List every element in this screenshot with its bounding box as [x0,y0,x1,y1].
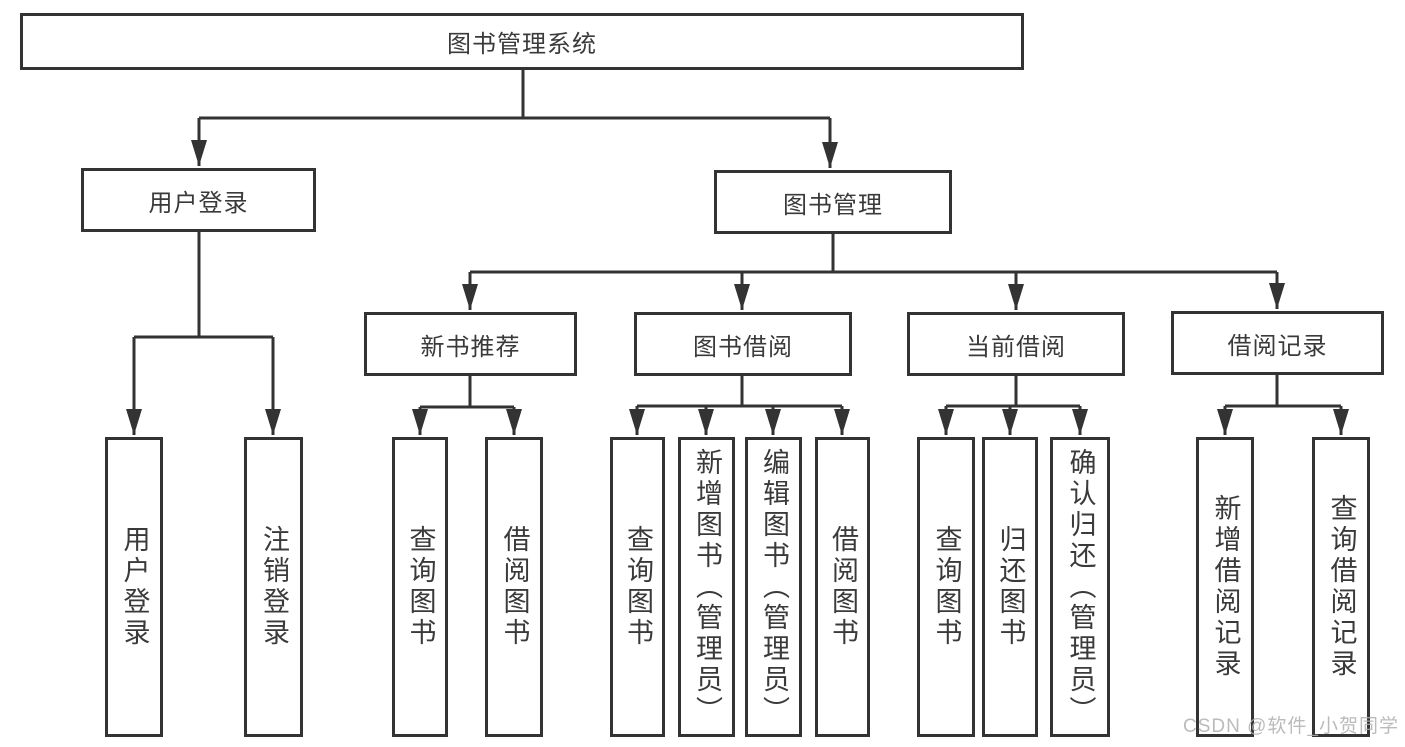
leaf-user-login: 用户登录 [105,437,163,737]
node-new-book-recommend-label: 新书推荐 [420,333,521,361]
node-borrowing-records-label: 借阅记录 [1227,332,1328,360]
leaf-query-books-borrow-label: 查询图书 [623,525,653,649]
leaf-return-books-label: 归还图书 [995,525,1026,649]
node-book-borrowing: 图书借阅 [634,312,852,376]
leaf-borrow-books-rec: 借阅图书 [485,437,543,737]
leaf-query-books-current: 查询图书 [917,437,975,737]
node-current-borrowing-label: 当前借阅 [966,333,1066,361]
leaf-query-books-rec-label: 查询图书 [405,525,436,649]
leaf-query-books-borrow: 查询图书 [610,437,665,737]
leaf-borrow-books-rec-label: 借阅图书 [499,525,530,649]
leaf-logout: 注销登录 [244,437,303,737]
leaf-query-borrow-record: 查询借阅记录 [1312,437,1370,737]
node-borrowing-records: 借阅记录 [1171,311,1384,375]
leaf-add-books-admin-label: 新增图书（管理员） [692,447,722,727]
leaf-edit-books-admin-label: 编辑图书（管理员） [759,447,789,727]
node-root: 图书管理系统 [20,13,1024,70]
leaf-query-books-rec: 查询图书 [392,437,448,737]
leaf-return-books: 归还图书 [982,437,1038,737]
leaf-borrow-books-label: 借阅图书 [828,525,858,649]
leaf-query-borrow-record-label: 查询借阅记录 [1326,494,1357,680]
leaf-add-borrow-record-label: 新增借阅记录 [1210,494,1241,680]
node-current-borrowing: 当前借阅 [907,312,1125,376]
leaf-add-borrow-record: 新增借阅记录 [1196,437,1254,737]
leaf-user-login-label: 用户登录 [119,525,150,649]
node-book-management: 图书管理 [714,170,952,234]
node-book-management-label: 图书管理 [783,191,883,219]
node-user-login-label: 用户登录 [148,189,249,217]
node-book-borrowing-label: 图书借阅 [693,333,793,361]
leaf-query-books-current-label: 查询图书 [931,525,962,649]
leaf-confirm-return-admin-label: 确认归还（管理员） [1065,447,1096,727]
node-root-label: 图书管理系统 [447,31,597,58]
leaf-confirm-return-admin: 确认归还（管理员） [1050,437,1110,737]
node-new-book-recommend: 新书推荐 [364,312,577,376]
leaf-logout-label: 注销登录 [259,525,289,649]
leaf-add-books-admin: 新增图书（管理员） [678,437,735,737]
csdn-watermark: CSDN @软件_小贺同学 [1183,716,1399,737]
leaf-edit-books-admin: 编辑图书（管理员） [745,437,802,737]
leaf-borrow-books: 借阅图书 [815,437,870,737]
node-user-login: 用户登录 [81,168,316,232]
